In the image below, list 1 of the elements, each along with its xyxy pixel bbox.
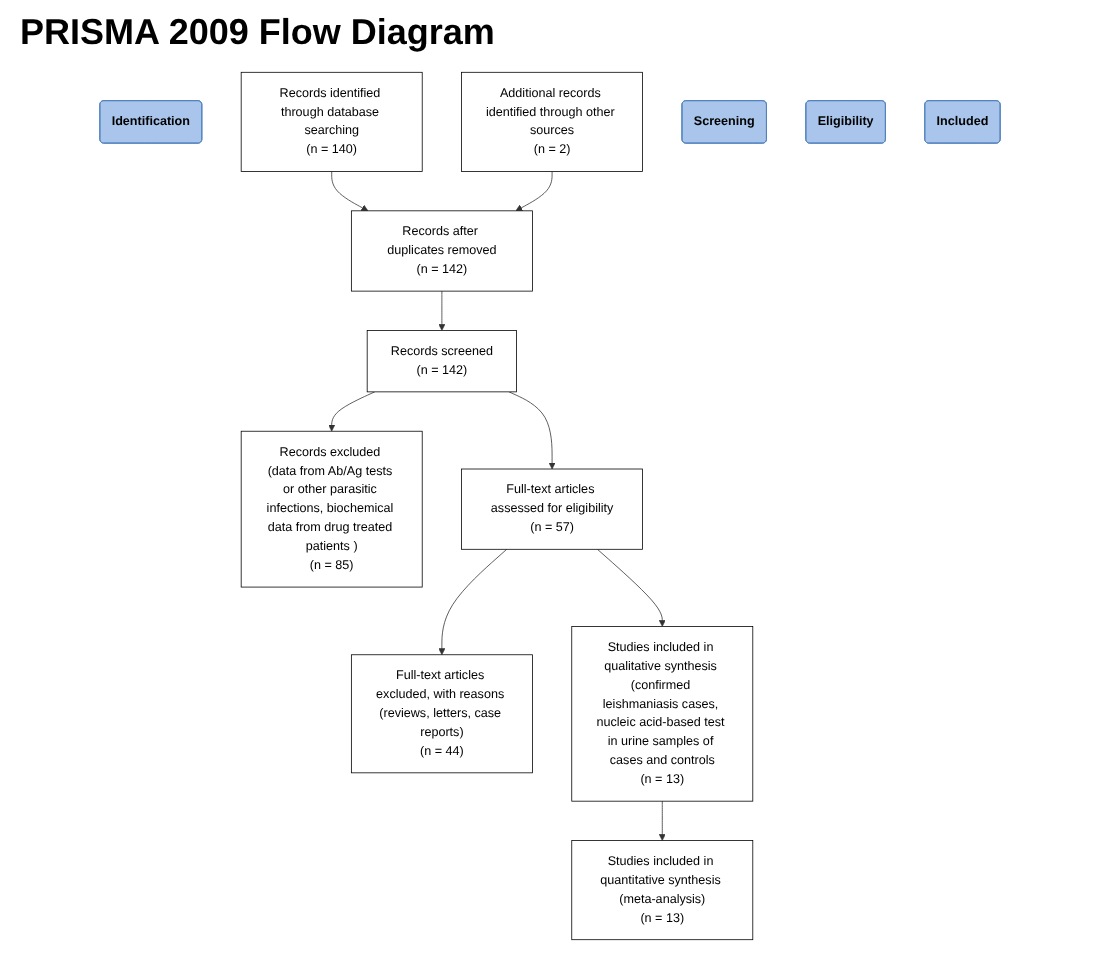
diagram-title: PRISMA 2009 Flow Diagram [20,12,497,54]
